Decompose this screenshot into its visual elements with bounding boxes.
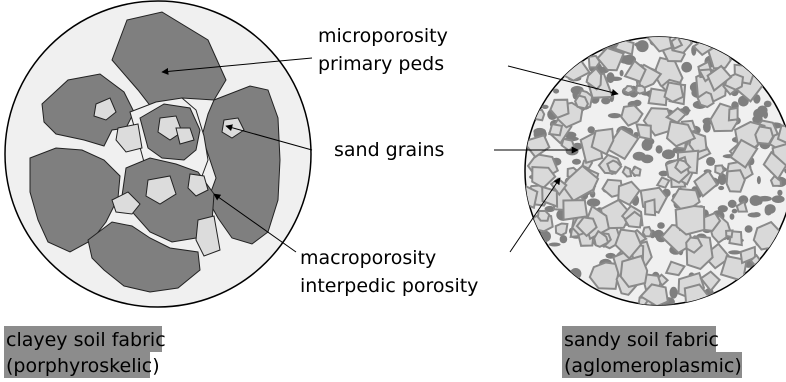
sandy-aggregate bbox=[681, 62, 692, 73]
sandy-grain bbox=[645, 200, 655, 216]
sandy-grain bbox=[538, 211, 549, 221]
sandy-grain bbox=[575, 96, 588, 109]
sandy-aggregate bbox=[542, 105, 549, 109]
sandy-grain bbox=[755, 127, 773, 144]
sandy-aggregate bbox=[745, 225, 753, 233]
sandy-aggregate bbox=[718, 186, 724, 190]
sandy-aggregate bbox=[656, 145, 663, 153]
sandy-aggregate bbox=[553, 89, 559, 94]
sandy-aggregate bbox=[757, 176, 761, 184]
sandy-grain bbox=[563, 200, 587, 220]
sandy-aggregate bbox=[750, 195, 762, 206]
sandy-aggregate bbox=[642, 139, 653, 151]
sandy-aggregate bbox=[728, 250, 741, 254]
sandy-grain bbox=[727, 170, 745, 192]
sandy-grain bbox=[636, 86, 645, 94]
sandy-grain bbox=[726, 231, 732, 238]
annotation-labels: microporosity primary peds sand grains m… bbox=[300, 25, 478, 297]
sandy-aggregate bbox=[539, 231, 551, 243]
sandy-aggregate bbox=[601, 97, 610, 104]
caption-right-line1: sandy soil fabric bbox=[564, 329, 719, 351]
sandy-aggregate bbox=[633, 152, 646, 161]
label-interpedic-porosity: interpedic porosity bbox=[300, 275, 478, 297]
sandy-aggregate bbox=[560, 235, 568, 243]
sandy-aggregate bbox=[549, 243, 561, 247]
caption-left-line1: clayey soil fabric bbox=[6, 329, 166, 351]
sandy-aggregate bbox=[718, 173, 727, 185]
sandy-aggregate bbox=[777, 190, 782, 196]
sandy-aggregate bbox=[728, 200, 737, 208]
sandy-aggregate bbox=[572, 159, 581, 165]
sandy-aggregate bbox=[570, 268, 581, 279]
caption-left-line2: (porphyroskelic) bbox=[6, 355, 160, 377]
sandy-aggregate bbox=[608, 113, 621, 118]
sandy-aggregate bbox=[587, 198, 600, 206]
sandy-grain bbox=[643, 227, 652, 236]
sandy-aggregate bbox=[718, 205, 728, 212]
sandy-aggregate bbox=[662, 149, 675, 159]
label-macroporosity: macroporosity bbox=[300, 247, 436, 269]
sandy-aggregate bbox=[765, 206, 773, 216]
sandy-grain bbox=[621, 256, 648, 287]
label-microporosity: microporosity bbox=[318, 25, 448, 47]
sandy-aggregate bbox=[620, 70, 624, 76]
sandy-aggregate bbox=[730, 213, 735, 219]
sandy-aggregate bbox=[657, 222, 665, 229]
label-sand-grains: sand grains bbox=[334, 139, 444, 161]
sandy-aggregate bbox=[772, 195, 785, 203]
sandy-aggregate bbox=[753, 109, 764, 120]
caption-left: clayey soil fabric (porphyroskelic) bbox=[4, 326, 166, 378]
sandy-grain bbox=[556, 224, 568, 236]
sandy-aggregate bbox=[758, 196, 772, 202]
label-primary-peds: primary peds bbox=[318, 53, 444, 75]
caption-right-line2: (aglomeroplasmic) bbox=[564, 355, 742, 377]
sandy-grain bbox=[549, 124, 562, 135]
sandy-grain bbox=[676, 206, 705, 235]
sandy-aggregate bbox=[706, 157, 715, 166]
caption-right: sandy soil fabric (aglomeroplasmic) bbox=[562, 326, 742, 378]
sandy-aggregate bbox=[732, 209, 738, 214]
sandy-grain bbox=[708, 45, 730, 68]
sandy-grain bbox=[729, 108, 738, 121]
sandy-grain bbox=[715, 165, 724, 174]
sandy-aggregate bbox=[670, 287, 678, 299]
sandy-grain bbox=[665, 83, 684, 102]
sandy-soil-fabric-illustration bbox=[518, 24, 786, 311]
sandy-aggregate bbox=[634, 42, 647, 48]
clayey-soil-fabric-illustration bbox=[5, 1, 311, 307]
sandy-aggregate bbox=[748, 213, 761, 218]
